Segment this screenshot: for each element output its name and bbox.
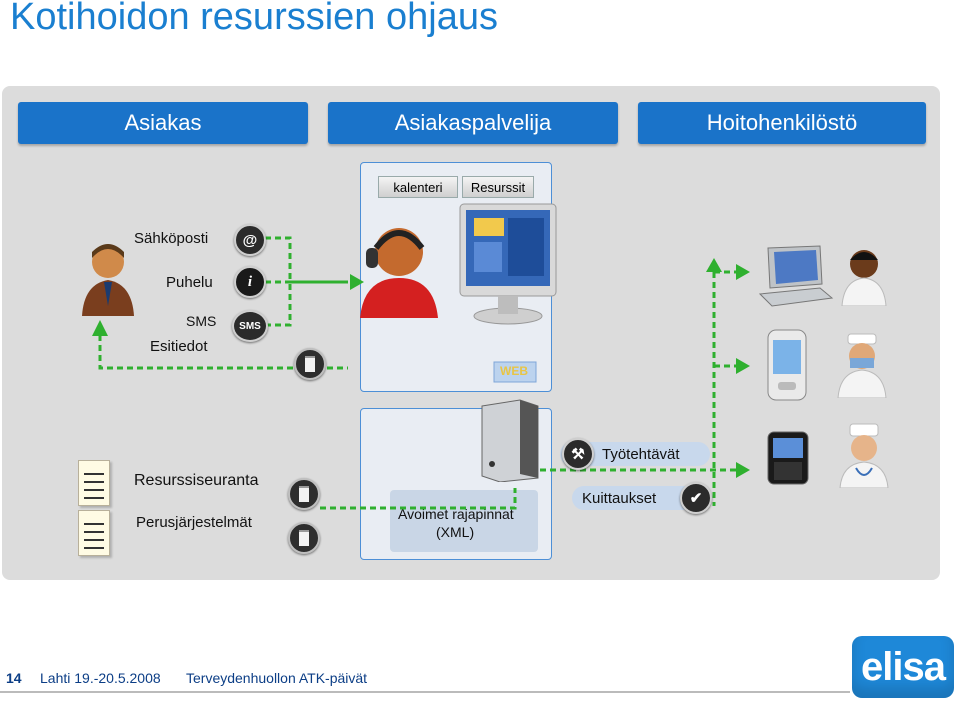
connector-sms — [265, 282, 292, 327]
prefill-doc-icon — [294, 348, 326, 380]
info-icon: i — [234, 266, 266, 298]
page-title: Kotihoidon resurssien ohjaus — [10, 0, 498, 38]
acks-label: Kuittaukset — [582, 490, 657, 507]
channel-prefill-label: Esitiedot — [150, 338, 208, 355]
work-tasks-label: Työtehtävät — [602, 446, 680, 463]
monitor-icon — [459, 203, 557, 325]
api-label-line1: Avoimet rajapinnat — [398, 506, 514, 522]
channel-sms-label: SMS — [186, 313, 217, 329]
web-label: WEB — [500, 364, 528, 378]
operator-figure — [360, 228, 438, 318]
tab-resurssit[interactable]: Resurssit — [462, 176, 534, 198]
nurse-figure-2 — [837, 333, 887, 398]
footer-event: Terveydenhuollon ATK-päivät — [186, 670, 368, 686]
base-systems-doc-icon — [78, 510, 110, 556]
lane-hoitohenkilosto: Hoitohenkilöstö — [638, 102, 926, 144]
server-icon — [481, 399, 539, 482]
api-box — [390, 490, 538, 552]
tab-kalenteri[interactable]: kalenteri — [378, 176, 458, 198]
arrow-right-top — [736, 264, 750, 280]
footer-divider — [0, 691, 850, 693]
pda-icon — [767, 329, 807, 401]
laptop-icon — [758, 245, 834, 307]
customer-figure — [82, 244, 134, 316]
checkmark-icon: ✔ — [680, 482, 712, 514]
lane-asiakaspalvelija: Asiakaspalvelija — [328, 102, 618, 144]
arrow-up-client — [92, 320, 108, 336]
base-systems-db-icon — [288, 522, 320, 554]
base-systems-label: Perusjärjestelmät — [136, 514, 252, 531]
channel-email-label: Sähköposti — [134, 230, 209, 247]
wrench-icon: ⚒ — [562, 438, 594, 470]
resource-tracking-label: Resurssiseuranta — [134, 472, 259, 489]
connector-resource-tracking — [320, 488, 517, 510]
api-label-line2: (XML) — [436, 524, 475, 540]
arrow-right-center — [350, 274, 364, 290]
connector-client-up — [98, 335, 348, 370]
web-box — [493, 361, 537, 383]
channel-phone-label: Puhelu — [166, 274, 213, 291]
resource-tracking-doc-icon — [78, 460, 110, 506]
nurse-figure-3 — [839, 423, 889, 488]
arrow-right-mid — [736, 358, 750, 374]
arrow-up-right — [706, 258, 722, 272]
resource-tracking-db-icon — [288, 478, 320, 510]
arrow-right-bottom — [736, 462, 750, 478]
connector-email — [265, 236, 348, 284]
email-icon: @ — [234, 224, 266, 256]
lane-asiakas: Asiakas — [18, 102, 308, 144]
sms-icon: SMS — [232, 310, 268, 342]
smartphone-icon — [767, 431, 809, 485]
footer-page-number: 14 — [6, 670, 22, 686]
nurse-figure-1 — [841, 250, 887, 306]
elisa-logo: elisa — [852, 636, 954, 698]
footer-date: Lahti 19.-20.5.2008 — [40, 670, 161, 686]
